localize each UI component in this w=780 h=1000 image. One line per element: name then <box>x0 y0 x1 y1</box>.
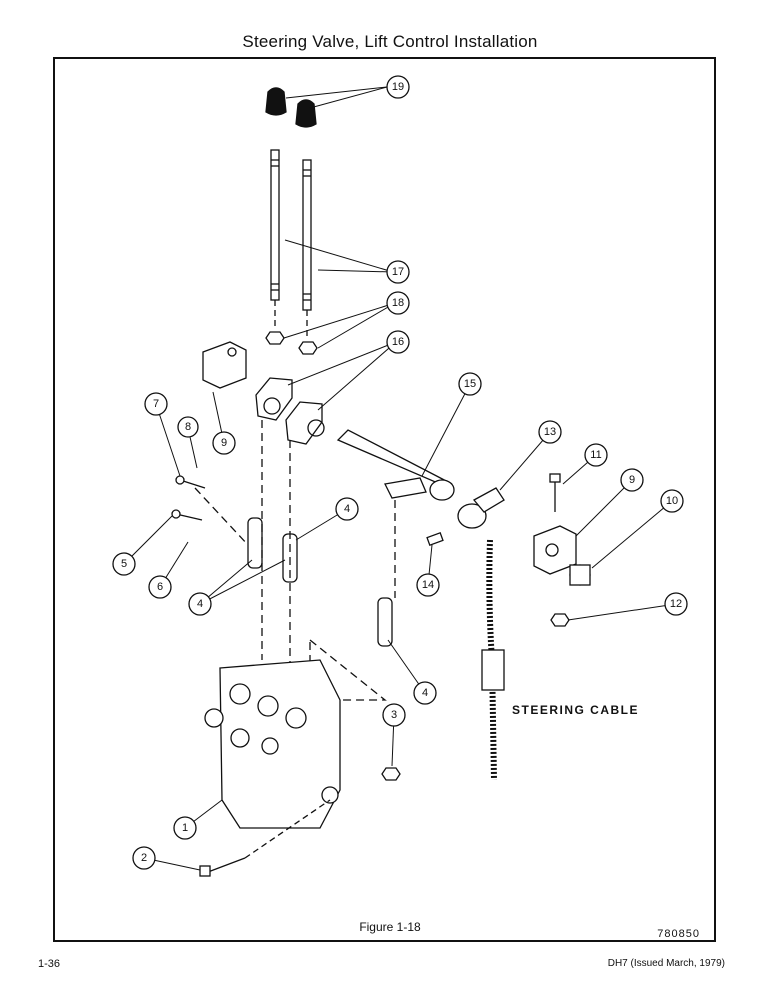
callout-label: 9 <box>221 437 227 449</box>
callout-label: 15 <box>464 378 476 390</box>
callout-label: 3 <box>391 709 397 721</box>
callout-label: 4 <box>422 687 428 699</box>
figure-number: 780850 <box>657 928 700 940</box>
callout-label: 11 <box>590 449 601 461</box>
callout-label: 6 <box>157 581 163 593</box>
callout-label: 13 <box>544 426 556 438</box>
lever-16-right <box>285 401 325 445</box>
callout-label: 2 <box>141 852 147 864</box>
rod-17-left <box>270 149 280 301</box>
callout-label: 16 <box>392 336 404 348</box>
callout-label: 1 <box>182 822 188 834</box>
valve-body-1 <box>204 659 341 829</box>
page-title: Steering Valve, Lift Control Installatio… <box>242 32 538 51</box>
figure-caption: Figure 1-18 <box>359 920 421 934</box>
callouts <box>112 75 688 870</box>
document-reference: DH7 (Issued March, 1979) <box>607 958 725 969</box>
callout-label: 8 <box>185 421 191 433</box>
callout-label: 9 <box>629 474 635 486</box>
callout-label: 7 <box>153 398 159 410</box>
callout-label: 18 <box>392 297 404 309</box>
callout-label: 4 <box>344 503 350 515</box>
callout-label: 5 <box>121 558 127 570</box>
page-number: 1-36 <box>38 958 61 970</box>
callout-label: 12 <box>670 598 682 610</box>
callout-label: 19 <box>392 81 404 93</box>
shaft-15 <box>336 429 455 501</box>
callout-label: 10 <box>666 495 678 507</box>
steering-cable-label: STEERING CABLE <box>512 703 640 717</box>
rod-17-right <box>302 159 312 311</box>
callout-label: 4 <box>197 598 203 610</box>
knob-19-left <box>265 87 287 116</box>
clamp-13 <box>457 487 505 529</box>
callout-label: 14 <box>422 579 434 591</box>
callout-label: 17 <box>392 266 404 278</box>
lever-16-left <box>255 377 293 421</box>
figure-frame <box>53 57 716 942</box>
block-9-left <box>202 341 247 389</box>
knob-19-right <box>295 99 317 128</box>
